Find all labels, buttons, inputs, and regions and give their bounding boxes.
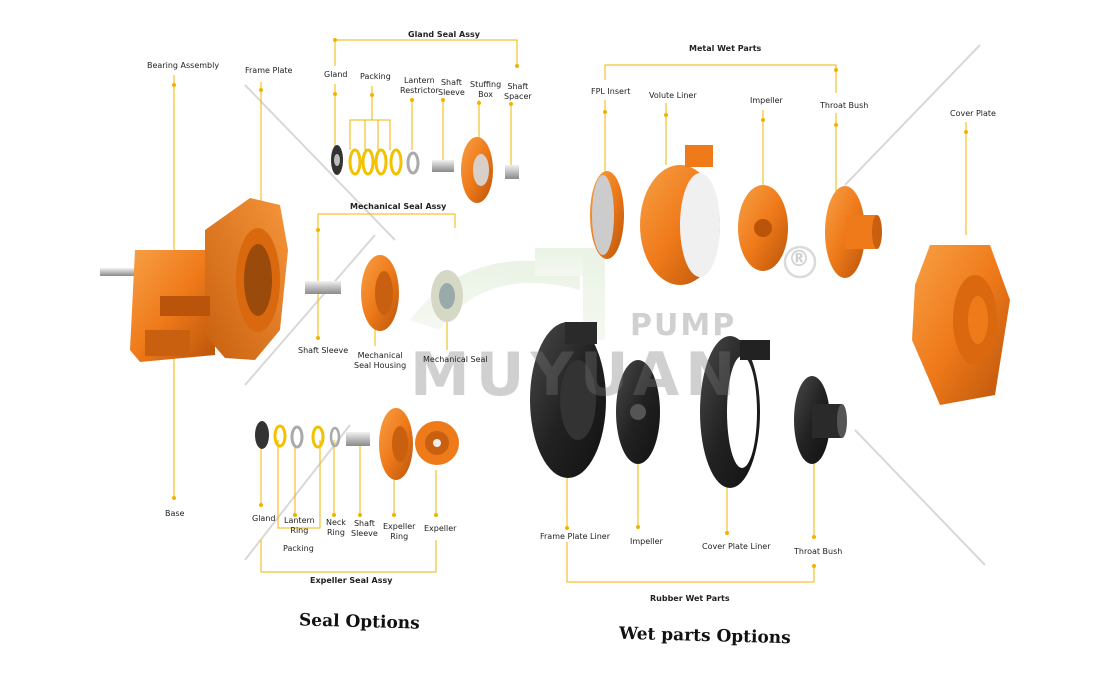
label-frame-plate-liner: Frame Plate Liner <box>540 532 610 541</box>
label-packing: Packing <box>360 72 391 81</box>
label-metal-impeller: Impeller <box>750 96 783 105</box>
label-metal-throat-bush: Throat Bush <box>820 101 869 110</box>
label-expeller-gland: Gland <box>252 514 276 523</box>
label-cover-plate: Cover Plate <box>950 109 996 118</box>
watermark-word-pump: PUMP <box>630 308 737 343</box>
leader-lines <box>173 39 967 583</box>
label-expeller-packing: Packing <box>283 544 314 553</box>
label-rubber-throat-bush: Throat Bush <box>794 547 843 556</box>
watermark-lines <box>244 44 986 566</box>
label-volute-liner: Volute Liner <box>649 91 697 100</box>
expeller-seal-parts <box>255 408 459 480</box>
gland-seal-parts <box>331 137 519 203</box>
label-expeller: Expeller <box>424 524 457 533</box>
group-label-metal-wet: Metal Wet Parts <box>689 44 762 53</box>
caption-seal-options: Seal Options <box>298 610 421 634</box>
watermark-registered-mark: ® <box>788 247 812 272</box>
label-mech-shaft-sleeve: Shaft Sleeve <box>298 346 349 355</box>
label-gland: Gland <box>324 70 348 79</box>
group-label-gland-seal: Gland Seal Assy <box>408 30 480 39</box>
rubber-wet-parts <box>530 322 847 488</box>
group-label-rubber-wet: Rubber Wet Parts <box>650 594 730 603</box>
label-base: Base <box>165 509 185 518</box>
label-mechanical-seal: Mechanical Seal <box>423 355 488 364</box>
label-rubber-impeller: Impeller <box>630 537 663 546</box>
metal-wet-parts <box>590 145 882 285</box>
label-fpl-insert: FPL Insert <box>591 87 631 96</box>
group-label-mechanical-seal: Mechanical Seal Assy <box>350 202 447 211</box>
label-bearing-assembly: Bearing Assembly <box>147 61 220 70</box>
bearing-frame-assembly <box>100 198 288 362</box>
label-frame-plate: Frame Plate <box>245 66 293 75</box>
watermark-word-main: MUYUAN <box>410 340 742 410</box>
group-label-expeller-seal: Expeller Seal Assy <box>310 576 393 585</box>
label-cover-plate-liner: Cover Plate Liner <box>702 542 771 551</box>
cover-plate-part <box>912 245 1010 405</box>
leader-dots <box>172 38 968 568</box>
mechanical-seal-parts <box>305 255 463 331</box>
